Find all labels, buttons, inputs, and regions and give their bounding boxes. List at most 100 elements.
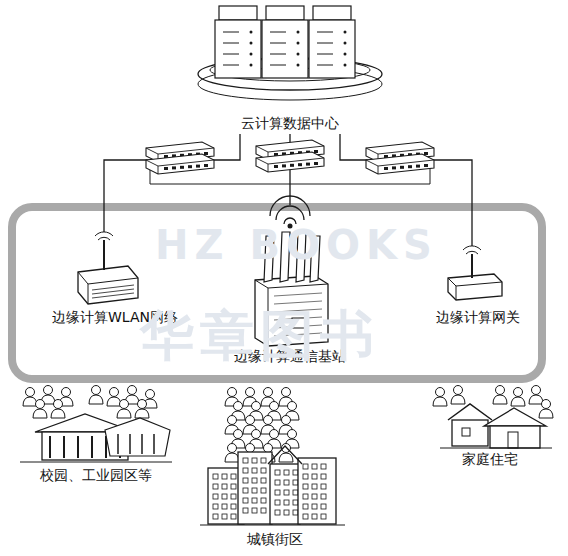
illustration-part xyxy=(219,6,257,20)
person-icon xyxy=(33,409,47,418)
illustration-part xyxy=(256,158,324,172)
person-icon xyxy=(542,400,551,409)
illustration-part xyxy=(238,452,272,524)
illustration-part xyxy=(275,480,280,485)
wlan-router-icon xyxy=(78,232,138,304)
edge-region xyxy=(12,207,542,379)
illustration-part xyxy=(344,42,347,45)
network-switch-icon xyxy=(256,140,324,172)
illustration-part xyxy=(293,470,298,475)
person-icon xyxy=(270,402,279,411)
illustration-part xyxy=(261,488,266,493)
illustration-part xyxy=(129,434,131,454)
illustration-part xyxy=(303,514,308,519)
illustration-part xyxy=(275,470,280,475)
person-icon xyxy=(514,388,523,397)
illustration-part xyxy=(392,166,396,169)
illustration-part xyxy=(284,490,289,495)
person-icon xyxy=(120,400,129,409)
illustration-part xyxy=(252,478,257,483)
person-icon xyxy=(228,416,237,425)
illustration-part xyxy=(250,64,253,67)
device-node: 校园、工业园区等 xyxy=(8,386,183,486)
illustration-part xyxy=(293,480,298,485)
illustration-part xyxy=(213,484,218,489)
illustration-part xyxy=(284,480,289,485)
person-icon xyxy=(279,453,293,462)
person-icon xyxy=(436,388,445,397)
network-switch-icon xyxy=(366,142,434,174)
illustration-part xyxy=(344,53,347,56)
illustration-part xyxy=(400,166,404,169)
person-icon xyxy=(89,395,103,404)
illustration-part xyxy=(297,42,300,45)
illustration-part xyxy=(274,301,322,304)
illustration-part xyxy=(20,462,172,463)
illustration-part xyxy=(231,494,236,499)
person-icon xyxy=(282,388,291,397)
illustration-part xyxy=(243,458,248,463)
illustration-part xyxy=(117,434,119,454)
person-icon xyxy=(264,416,273,425)
illustration-part xyxy=(103,240,105,270)
illustration-part xyxy=(293,510,298,515)
illustration-part xyxy=(321,484,326,489)
node-label: 家庭住宅 xyxy=(460,450,520,468)
illustration-part xyxy=(153,434,155,454)
illustration-part xyxy=(252,508,257,513)
person-icon xyxy=(451,395,465,404)
person-icon xyxy=(454,386,463,395)
illustration-part xyxy=(448,278,502,300)
illustration-part xyxy=(262,20,308,78)
illustration-part xyxy=(204,164,208,167)
illustration-part xyxy=(297,31,300,34)
person-icon xyxy=(246,444,255,453)
illustration-part xyxy=(77,436,79,458)
illustration-part xyxy=(462,428,470,436)
illustration-part xyxy=(440,448,552,449)
illustration-part xyxy=(92,285,134,290)
illustration-part xyxy=(223,43,239,44)
person-icon xyxy=(234,402,243,411)
network-switch-icon xyxy=(146,142,214,174)
illustration-part xyxy=(261,498,266,503)
illustration-part xyxy=(49,436,51,458)
house-icon xyxy=(440,404,552,448)
person-icon xyxy=(532,386,541,395)
person-icon xyxy=(128,386,137,395)
illustration-part xyxy=(284,470,289,475)
node-label: 边缘计算网关 xyxy=(434,308,522,326)
illustration-part xyxy=(180,166,184,169)
illustration-part xyxy=(312,494,317,499)
illustration-part xyxy=(317,32,333,33)
illustration-part xyxy=(298,458,336,524)
person-icon xyxy=(246,388,255,397)
person-icon xyxy=(107,397,121,406)
watermark: 华章图书 xyxy=(140,300,380,373)
illustration-part xyxy=(312,464,317,469)
person-icon xyxy=(496,386,505,395)
person-icon xyxy=(225,453,239,462)
illustration-part xyxy=(252,468,257,473)
illustration-part xyxy=(303,484,308,489)
illustration-part xyxy=(223,32,239,33)
illustration-part xyxy=(303,474,308,479)
illustration-part xyxy=(306,163,310,166)
person-icon xyxy=(433,397,447,406)
illustration-part xyxy=(256,152,324,172)
illustration-part xyxy=(312,504,317,509)
illustration-part xyxy=(312,474,317,479)
campus-icon xyxy=(20,414,172,462)
person-icon xyxy=(228,444,237,453)
illustration-part xyxy=(252,488,257,493)
illustration-part xyxy=(448,404,492,420)
illustration-part xyxy=(297,53,300,56)
illustration-part xyxy=(213,514,218,519)
illustration-part xyxy=(261,508,266,513)
person-icon xyxy=(135,409,149,418)
illustration-part xyxy=(92,289,134,294)
illustration-part xyxy=(303,494,308,499)
illustration-part xyxy=(250,42,253,45)
illustration-part xyxy=(312,514,317,519)
